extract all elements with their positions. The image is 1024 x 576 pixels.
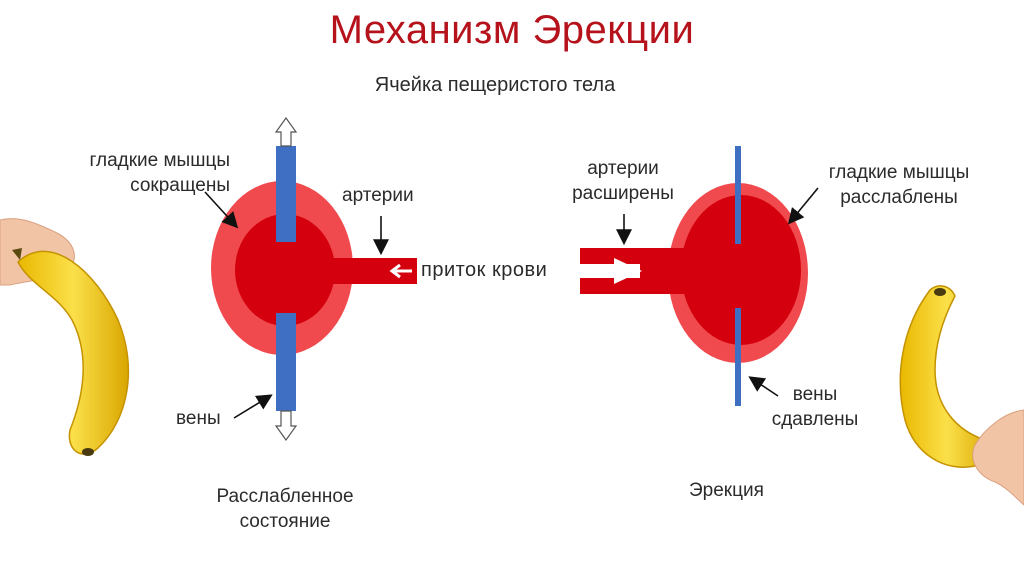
label-right-smooth-muscle-line2: расслаблены — [840, 187, 958, 208]
banana-left-stem — [12, 248, 22, 260]
banana-right-illustration — [899, 285, 1024, 506]
pointer-arrows — [204, 187, 819, 419]
cell-erect-inner — [681, 195, 801, 345]
label-left-smooth-muscle: гладкие мышцы сокращены — [70, 148, 230, 198]
label-left-smooth-muscle-line1: гладкие мышцы — [89, 150, 230, 171]
banana-left — [17, 250, 130, 455]
pointer-right-veins — [748, 376, 779, 397]
label-left-veins: вены — [176, 408, 221, 429]
label-right-veins-line2: сдавлены — [771, 409, 859, 430]
cell-relaxed-vein-bottom — [276, 313, 296, 411]
cell-relaxed-vein-top — [276, 146, 296, 242]
label-right-arteries: артерии расширены — [558, 156, 688, 206]
cell-relaxed — [211, 116, 417, 442]
pointer-left-veins — [233, 394, 273, 419]
banana-left-tip — [82, 448, 94, 456]
banana-left-illustration — [0, 218, 130, 456]
label-right-smooth-muscle-line1: гладкие мышцы — [828, 162, 970, 183]
label-relaxed-state: Расслабленное состояние — [180, 484, 390, 534]
label-left-smooth-muscle-line2: сокращены — [130, 175, 230, 196]
label-right-arteries-line2: расширены — [572, 183, 674, 204]
label-relaxed-state-line1: Расслабленное — [216, 486, 354, 507]
vein-outflow-arrow-bottom — [274, 410, 298, 442]
cell-erect-inflow-arrowhead — [614, 258, 642, 284]
cell-relaxed-inner — [235, 214, 335, 326]
page-subtitle: Ячейка пещеристого тела — [374, 74, 616, 96]
label-blood-flow: приток крови — [421, 259, 548, 281]
label-right-smooth-muscle: гладкие мышцы расслаблены — [816, 160, 982, 210]
label-right-veins: вены сдавлены — [760, 382, 870, 432]
cell-erect — [580, 146, 808, 406]
cell-erect-vein-bottom — [735, 308, 741, 406]
label-left-arteries: артерии — [342, 185, 414, 206]
vein-outflow-arrow-top — [274, 116, 298, 147]
cell-erect-vein-top — [735, 146, 741, 244]
cell-relaxed-inflow-arrow — [389, 263, 412, 279]
page-title: Механизм Эрекции — [329, 8, 695, 52]
banana-right-tip — [934, 288, 946, 296]
hand-right — [972, 409, 1024, 506]
label-right-arteries-line1: артерии — [587, 158, 659, 179]
pointer-right-muscle — [787, 187, 819, 225]
label-erection-state: Эрекция — [689, 480, 764, 501]
label-right-veins-line1: вены — [792, 384, 838, 405]
label-relaxed-state-line2: состояние — [239, 511, 331, 532]
pointer-left-muscle — [204, 191, 239, 229]
